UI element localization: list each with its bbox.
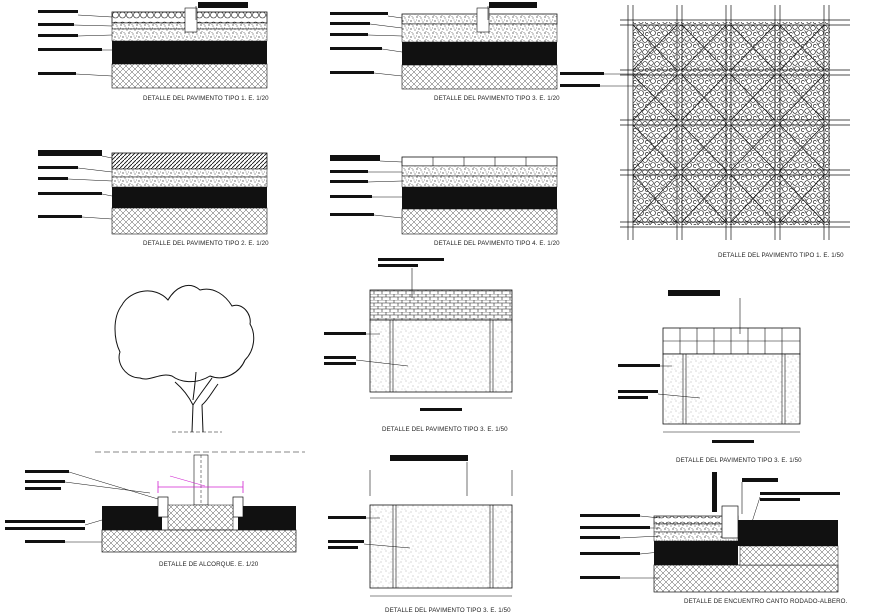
caption-alcorque: DETALLE DE ALCORQUE. E. 1/20 — [159, 561, 259, 568]
caption-encuentro: DETALLE DE ENCUENTRO CANTO RODADO-ALBERO… — [684, 598, 848, 605]
caption-pav3-section-c: DETALLE DEL PAVIMENTO TIPO 3. E. 1/50 — [385, 607, 511, 614]
section-alcorque — [5, 451, 305, 553]
tree-elevation — [114, 285, 255, 433]
caption-pav1-detail: DETALLE DEL PAVIMENTO TIPO 1. E. 1/20 — [143, 95, 269, 102]
section-pav1 — [38, 2, 268, 89]
section-pav4 — [330, 155, 558, 235]
caption-pav4-detail: DETALLE DEL PAVIMENTO TIPO 4. E. 1/20 — [434, 240, 560, 247]
section-pav3-bottom — [328, 455, 513, 597]
caption-pav1-plan: DETALLE DEL PAVIMENTO TIPO 1. E. 1/50 — [718, 252, 844, 259]
caption-pav3-section-b: DETALLE DEL PAVIMENTO TIPO 3. E. 1/50 — [676, 457, 802, 464]
section-pav2 — [38, 150, 268, 235]
section-pav3-right — [618, 290, 801, 443]
caption-pav3-detail: DETALLE DEL PAVIMENTO TIPO 3. E. 1/20 — [434, 95, 560, 102]
plan-pav1-grid — [560, 5, 850, 240]
caption-pav3-section-a: DETALLE DEL PAVIMENTO TIPO 3. E. 1/50 — [382, 426, 508, 433]
caption-pav2-detail: DETALLE DEL PAVIMENTO TIPO 2. E. 1/20 — [143, 240, 269, 247]
section-encuentro — [580, 472, 840, 593]
section-pav3-mid — [324, 258, 513, 411]
section-pav3-top — [330, 2, 558, 90]
